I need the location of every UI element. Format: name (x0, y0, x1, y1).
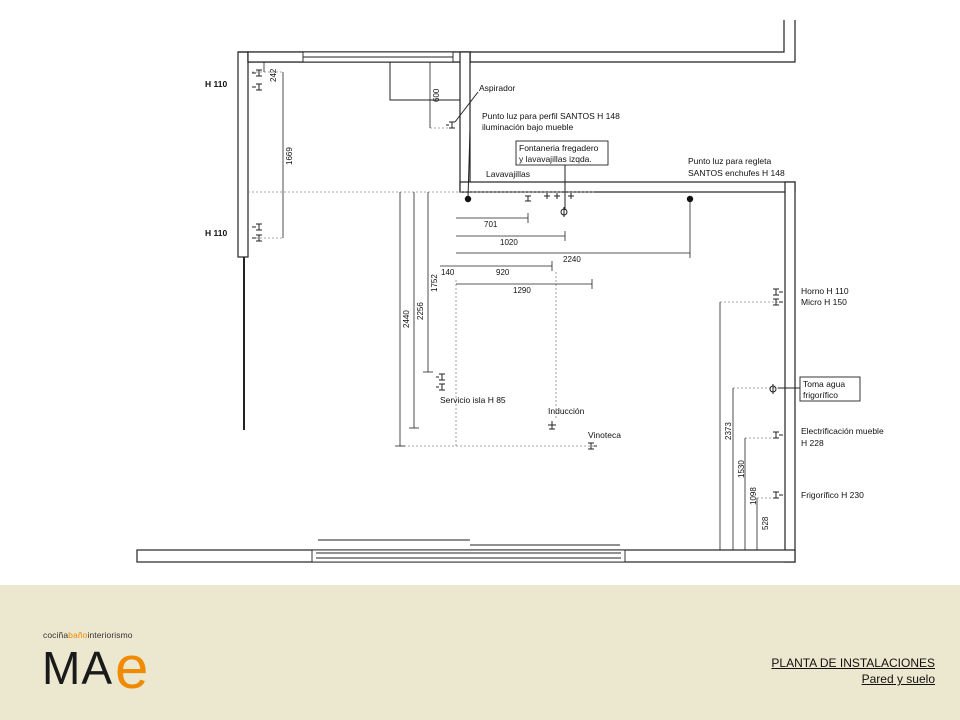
dim-242: 242 (269, 68, 278, 82)
logo-ma: MA (42, 642, 113, 694)
outlet-icon (446, 121, 455, 129)
dim-1098: 1098 (749, 487, 758, 505)
tagline-part-b: baño (68, 630, 88, 640)
outlet-icon (525, 195, 531, 202)
outlet-icon (548, 421, 556, 430)
outlet-icon (773, 431, 783, 439)
label-induccion: Inducción (548, 406, 585, 416)
outlet-icon (588, 442, 597, 450)
label-h110-bottom: H 110 (205, 228, 227, 238)
dim-1752: 1752 (430, 274, 439, 292)
label-regleta-1: Punto luz para regleta (688, 156, 771, 166)
light-point-icon (464, 195, 472, 203)
dim-2440: 2440 (402, 310, 411, 328)
sheet-title-line1: PLANTA DE INSTALACIONES (771, 656, 935, 670)
brand-tagline: cociñabañointeriorismo (43, 630, 133, 640)
label-vinoteca: Vinoteca (588, 430, 621, 440)
tagline-part-c: interiorismo (87, 630, 133, 640)
dim-920: 920 (496, 268, 510, 277)
floor-plan: H 110 H 110 Aspirador Punto luz para per… (136, 20, 884, 563)
sheet-title-line2: Pared y suelo (861, 672, 935, 686)
left-wall (237, 51, 249, 258)
drain-icon (560, 207, 568, 217)
dim-600: 600 (432, 88, 441, 102)
fontaneria-callout (515, 140, 609, 166)
dim-2373: 2373 (724, 422, 733, 440)
dim-528: 528 (761, 516, 770, 530)
label-micro: Micro H 150 (801, 297, 847, 307)
outlet-icon (773, 288, 783, 306)
dim-2240: 2240 (563, 255, 581, 264)
hood-cabinet (389, 62, 460, 101)
label-electrificacion-2: H 228 (801, 438, 824, 448)
label-servicio-isla: Servicio isla H 85 (440, 395, 506, 405)
dim-1020: 1020 (500, 238, 518, 247)
bottom-window (311, 549, 626, 563)
dim-2256: 2256 (416, 302, 425, 320)
label-punto-luz-perfil-1: Punto luz para perfil SANTOS H 148 (482, 111, 620, 121)
sheet-title: PLANTA DE INSTALACIONES Pared y suelo (771, 655, 935, 687)
top-right-wall (459, 181, 796, 193)
outlet-icon (252, 223, 262, 242)
footer-band (0, 585, 960, 720)
light-point-icon (686, 195, 694, 203)
water-supply-icon (544, 193, 574, 199)
label-electrificacion-1: Electrificación mueble (801, 426, 884, 436)
label-aspirador: Aspirador (479, 83, 516, 93)
outlet-icon (773, 491, 783, 499)
outlet-icon (436, 373, 445, 391)
label-toma-agua-2: frigorífico (803, 390, 838, 400)
label-h110-top: H 110 (205, 79, 227, 89)
label-punto-luz-perfil-2: iluminación bajo mueble (482, 122, 573, 132)
upper-right-wall (470, 20, 785, 53)
dim-1530: 1530 (737, 460, 746, 478)
brand-logo: MAe (42, 638, 148, 698)
toma-agua-callout (799, 376, 861, 402)
label-frigorifico: Frigorífico H 230 (801, 490, 864, 500)
label-fontaneria-1: Fontaneria fregadero (519, 143, 599, 153)
dim-1669: 1669 (285, 147, 294, 165)
outlet-icon (252, 69, 262, 91)
water-supply-icon (769, 384, 777, 394)
tagline-part-a: cociña (43, 630, 69, 640)
label-regleta-2: SANTOS enchufes H 148 (688, 168, 785, 178)
dim-1290: 1290 (513, 286, 531, 295)
right-wall (784, 181, 796, 563)
label-toma-agua-1: Toma agua (803, 379, 845, 389)
label-fontaneria-2: y lavavajillas izqda. (519, 154, 592, 164)
label-lavavajillas: Lavavajillas (486, 169, 530, 179)
logo-e: e (115, 634, 149, 701)
dim-140: 140 (441, 268, 455, 277)
label-horno: Horno H 110 (801, 286, 849, 296)
dim-701: 701 (484, 220, 498, 229)
